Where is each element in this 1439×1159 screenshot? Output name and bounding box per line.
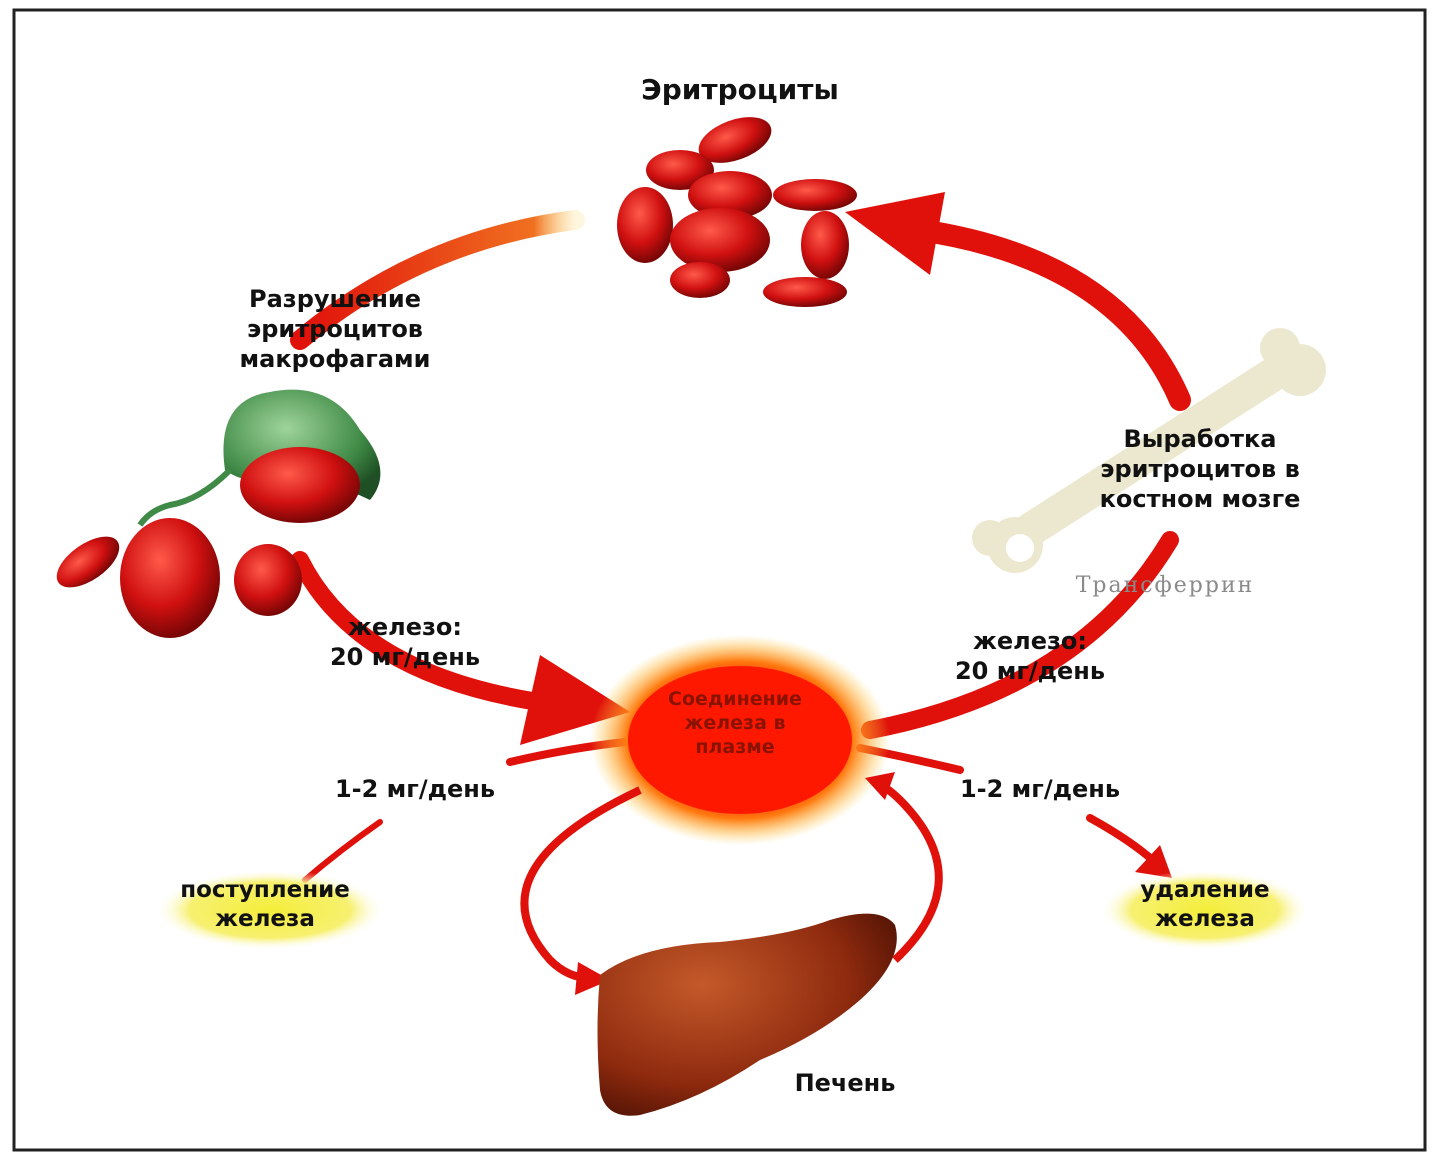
label-dose-left: 1-2 мг/день [300,774,530,804]
label-plasma-iron: Соединение железа в плазме [600,688,870,759]
label-iron-left: железо: 20 мг/день [290,612,520,672]
arrow-bone-to-erythrocytes [920,230,1180,400]
label-production: Выработка эритроцитов в костном мозге [1020,424,1380,514]
label-removal: удаление железа [1090,876,1320,934]
label-liver: Печень [760,1068,930,1098]
arrow-center-to-liver [524,790,640,978]
arrow-intake [305,822,380,880]
label-intake: поступление железа [130,876,400,934]
label-erythrocytes: Эритроциты [560,72,920,107]
arrow-removal [1090,818,1155,862]
label-destruction: Разрушение эритроцитов макрофагами [170,284,500,374]
erythrocytes-illustration [617,108,857,307]
label-dose-right: 1-2 мг/день [925,774,1155,804]
arrowhead-erythrocytes [845,192,945,275]
label-iron-right: железо: 20 мг/день [910,626,1150,686]
label-transferrin: Трансферрин [1030,572,1300,600]
